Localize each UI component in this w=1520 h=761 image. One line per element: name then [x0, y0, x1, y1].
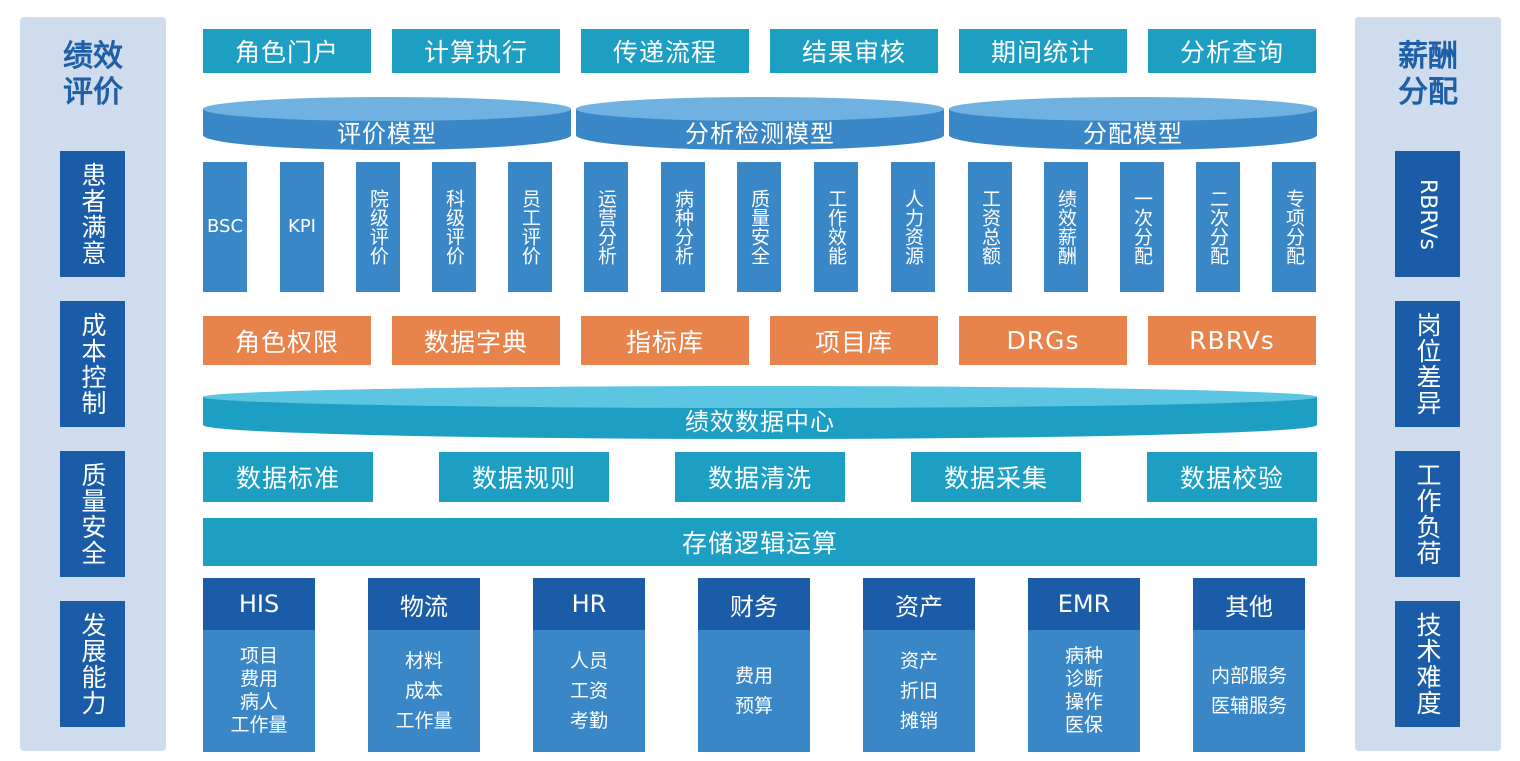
source-item: 资产: [899, 650, 938, 672]
source-finance: 财务 费用 预算: [698, 578, 810, 752]
pillar-bsc: BSC: [203, 162, 247, 292]
source-item: 医保: [1064, 714, 1103, 736]
lib-indicator: 指标库: [581, 316, 749, 365]
source-his-name: HIS: [203, 578, 315, 630]
pillar-special-distribution: 专项分配: [1272, 162, 1316, 292]
pillar-performance-pay: 绩效薪酬: [1044, 162, 1088, 292]
pillar-disease-analysis: 病种分析: [661, 162, 705, 292]
source-item: 内部服务: [1210, 665, 1287, 687]
source-finance-name: 财务: [698, 578, 810, 630]
nav-analysis-query: 分析查询: [1148, 29, 1316, 73]
right-item-post-difference: 岗位差异: [1395, 301, 1460, 427]
source-emr-items: 病种 诊断 操作 医保: [1028, 630, 1140, 752]
model-distribution: 分配模型: [949, 95, 1317, 151]
pillar-kpi: KPI: [280, 162, 324, 292]
source-logistics: 物流 材料 成本 工作量: [368, 578, 480, 752]
model-analysis-detection: 分析检测模型: [576, 95, 944, 151]
source-item: 人员: [569, 650, 608, 672]
model-evaluation-label: 评价模型: [337, 119, 437, 148]
source-item: 医辅服务: [1210, 695, 1287, 717]
nav-compute-exec: 计算执行: [392, 29, 560, 73]
right-item-rbrvs: RBRVs: [1395, 151, 1460, 277]
lib-rbrvs: RBRVs: [1148, 316, 1316, 365]
source-item: 折旧: [899, 680, 938, 702]
source-logistics-name: 物流: [368, 578, 480, 630]
source-emr-name: EMR: [1028, 578, 1140, 630]
pillar-second-distribution: 二次分配: [1196, 162, 1240, 292]
nav-period-stats: 期间统计: [959, 29, 1127, 73]
source-other-name: 其他: [1193, 578, 1305, 630]
nav-result-review: 结果审核: [770, 29, 938, 73]
source-assets-name: 资产: [863, 578, 975, 630]
pillar-total-wages: 工资总额: [968, 162, 1012, 292]
nav-flow-transfer: 传递流程: [581, 29, 749, 73]
pillar-human-resources: 人力资源: [891, 162, 935, 292]
left-item-quality-safety: 质量安全: [60, 451, 125, 577]
source-finance-items: 费用 预算: [698, 630, 810, 752]
disk-shape: [949, 97, 1317, 150]
nav-role-portal: 角色门户: [203, 29, 371, 73]
process-data-rules: 数据规则: [439, 452, 609, 502]
lib-data-dictionary: 数据字典: [392, 316, 560, 365]
source-his-items: 项目 费用 病人 工作量: [203, 630, 315, 752]
pillar-dept-eval: 科级评价: [432, 162, 476, 292]
left-panel-title: 绩效评价: [63, 39, 123, 110]
source-item: 工作量: [395, 710, 453, 732]
lib-role-permission: 角色权限: [203, 316, 371, 365]
pillar-quality-safety: 质量安全: [737, 162, 781, 292]
left-item-cost-control: 成本控制: [60, 301, 125, 427]
process-data-validation: 数据校验: [1147, 452, 1317, 502]
source-item: 费用: [239, 668, 278, 690]
data-center-label: 绩效数据中心: [685, 407, 835, 436]
pillar-operation-analysis: 运营分析: [584, 162, 628, 292]
pillar-work-efficiency: 工作效能: [814, 162, 858, 292]
lib-project: 项目库: [770, 316, 938, 365]
model-distribution-label: 分配模型: [1083, 119, 1183, 148]
lib-drgs: DRGs: [959, 316, 1127, 365]
source-item: 工作量: [230, 714, 288, 736]
source-logistics-items: 材料 成本 工作量: [368, 630, 480, 752]
left-item-patient-satisfaction: 患者满意: [60, 151, 125, 277]
left-item-development: 发展能力: [60, 601, 125, 727]
process-data-collection: 数据采集: [911, 452, 1081, 502]
source-item: 操作: [1064, 691, 1103, 713]
source-item: 费用: [734, 665, 773, 687]
source-item: 预算: [734, 695, 773, 717]
storage-logic-compute: 存储逻辑运算: [203, 518, 1317, 566]
process-data-standard: 数据标准: [203, 452, 373, 502]
model-evaluation: 评价模型: [203, 95, 571, 151]
source-item: 病人: [239, 691, 278, 713]
source-item: 成本: [404, 680, 443, 702]
source-other-items: 内部服务 医辅服务: [1193, 630, 1305, 752]
model-analysis-detection-label: 分析检测模型: [685, 119, 835, 148]
source-item: 项目: [239, 645, 278, 667]
source-hr-name: HR: [533, 578, 645, 630]
source-assets: 资产 资产 折旧 摊销: [863, 578, 975, 752]
pillar-hospital-eval: 院级评价: [356, 162, 400, 292]
disk-shape: [203, 97, 571, 150]
source-hr-items: 人员 工资 考勤: [533, 630, 645, 752]
source-item: 摊销: [899, 710, 938, 732]
right-item-workload: 工作负荷: [1395, 451, 1460, 577]
source-item: 病种: [1064, 645, 1103, 667]
data-center-shape: [203, 386, 1317, 439]
right-item-tech-difficulty: 技术难度: [1395, 601, 1460, 727]
source-item: 诊断: [1064, 668, 1103, 690]
right-panel-title: 薪酬分配: [1398, 39, 1458, 110]
source-his: HIS 项目 费用 病人 工作量: [203, 578, 315, 752]
pillar-staff-eval: 员工评价: [508, 162, 552, 292]
pillar-first-distribution: 一次分配: [1120, 162, 1164, 292]
process-data-cleaning: 数据清洗: [675, 452, 845, 502]
source-hr: HR 人员 工资 考勤: [533, 578, 645, 752]
source-emr: EMR 病种 诊断 操作 医保: [1028, 578, 1140, 752]
source-item: 考勤: [569, 710, 608, 732]
source-item: 工资: [569, 680, 608, 702]
source-assets-items: 资产 折旧 摊销: [863, 630, 975, 752]
data-center: 绩效数据中心: [203, 383, 1317, 439]
disk-shape: [576, 97, 944, 150]
source-other: 其他 内部服务 医辅服务: [1193, 578, 1305, 752]
source-item: 材料: [404, 650, 443, 672]
